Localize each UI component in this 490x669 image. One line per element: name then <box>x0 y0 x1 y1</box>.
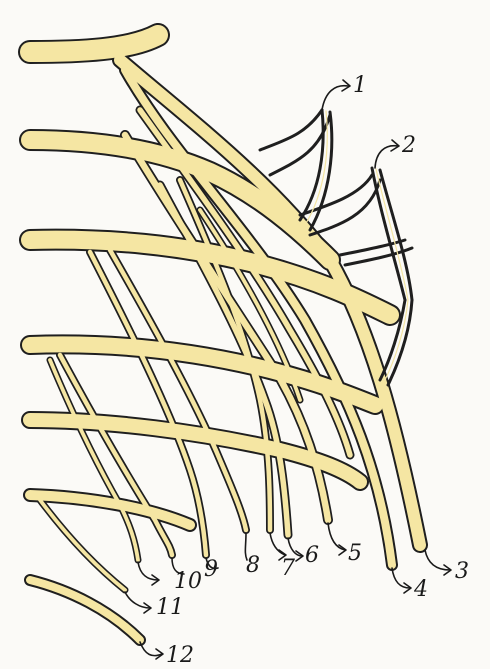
label-11: 11 <box>156 595 184 620</box>
label-3: 3 <box>455 559 469 584</box>
label-1: 1 <box>353 73 367 98</box>
label-12: 12 <box>166 643 194 668</box>
label-8: 8 <box>246 553 260 578</box>
label-4: 4 <box>413 577 428 602</box>
label-7: 7 <box>281 556 295 581</box>
upper-plexus-lines <box>260 110 412 385</box>
label-2: 2 <box>401 133 416 158</box>
label-10: 10 <box>174 569 202 594</box>
label-9: 9 <box>204 557 218 582</box>
label-5: 5 <box>348 541 362 566</box>
label-6: 6 <box>305 543 319 568</box>
